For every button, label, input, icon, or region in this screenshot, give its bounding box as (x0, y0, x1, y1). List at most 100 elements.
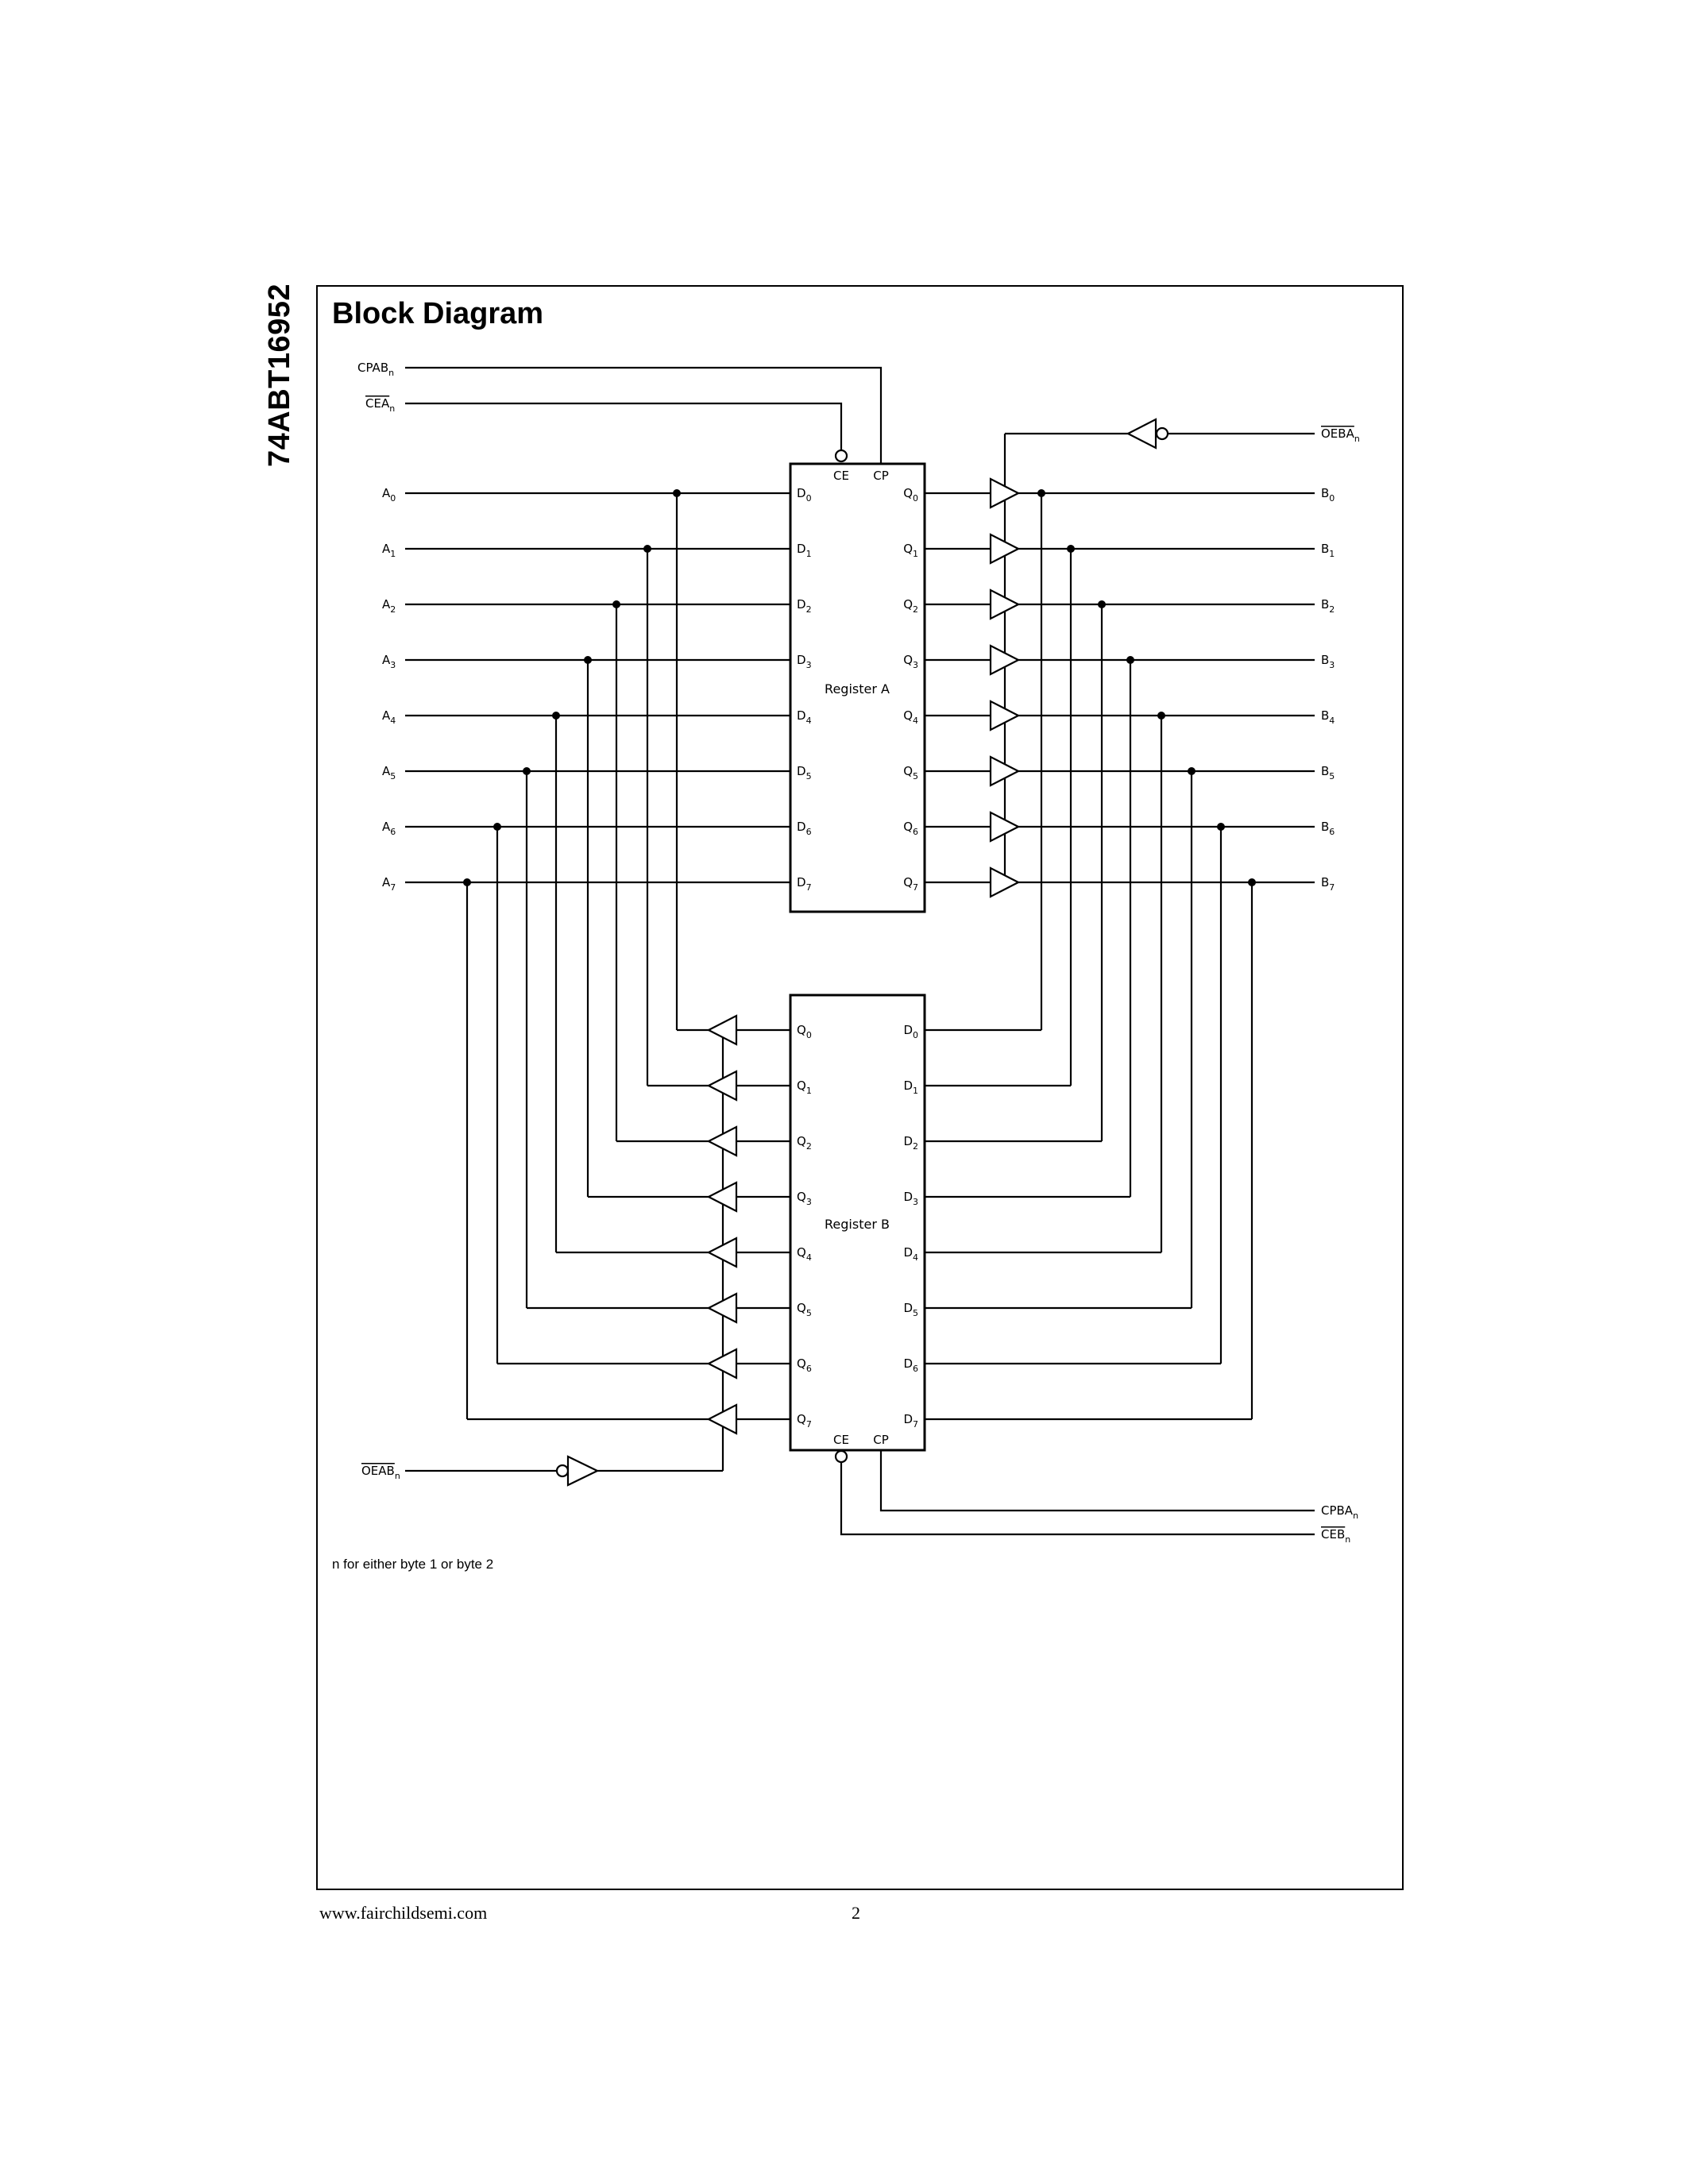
register-b-ce-label: CE (833, 1433, 849, 1447)
a-junction-dot (493, 823, 501, 831)
a-junction-dot (523, 767, 531, 775)
register-a-d-pin-7: D7 (797, 875, 812, 893)
a-to-b-buffer-icon (989, 533, 1021, 565)
a-pin-label-3: A3 (382, 653, 396, 670)
b-junction-dot (1248, 878, 1256, 886)
register-b-q-pin-5: Q5 (797, 1301, 812, 1318)
b-pin-label-5: B5 (1321, 764, 1335, 781)
a-to-b-buffer-icon (989, 588, 1021, 620)
b-junction-dot (1188, 767, 1196, 775)
a-pin-label-6: A6 (382, 820, 396, 837)
a-pin-label-2: A2 (382, 597, 396, 615)
register-a-q-pin-0: Q0 (903, 486, 918, 504)
register-a-box (789, 462, 926, 913)
b-pin-label-7: B7 (1321, 875, 1335, 893)
b-pin-label-2: B2 (1321, 597, 1335, 615)
a-to-b-buffer-icon (989, 811, 1021, 843)
footer-url[interactable]: www.fairchildsemi.com (319, 1903, 488, 1923)
register-b-q-pin-1: Q1 (797, 1078, 812, 1096)
register-a-label: Register A (825, 681, 890, 696)
register-a-q-pin-7: Q7 (903, 875, 918, 893)
ceb-label: CEBn (1321, 1527, 1350, 1545)
register-a-d-pin-6: D6 (797, 820, 812, 837)
register-a-q-pin-5: Q5 (903, 764, 918, 781)
b-junction-dot (1126, 656, 1134, 664)
a-junction-dot (584, 656, 592, 664)
register-a-q-pin-3: Q3 (903, 653, 918, 670)
a-pin-label-0: A0 (382, 486, 396, 504)
cpba-wire (879, 1450, 1315, 1512)
register-b-box (789, 994, 926, 1452)
ceb-wire (840, 1462, 1315, 1536)
b-to-a-buffer-icon (706, 1348, 738, 1379)
b-to-a-buffer-icon (706, 1181, 738, 1213)
b-pin-label-4: B4 (1321, 708, 1335, 726)
register-a-q-pin-2: Q2 (903, 597, 918, 615)
a-junction-dot (612, 600, 620, 608)
b-to-a-buffer-icon (706, 1292, 738, 1324)
register-b-d-pin-7: D7 (903, 1412, 918, 1430)
b-pin-label-0: B0 (1321, 486, 1335, 504)
oeba-label: OEBAn (1321, 426, 1360, 444)
oeab-label: OEABn (361, 1464, 400, 1481)
register-a-d-pin-4: D4 (797, 708, 812, 726)
register-a-q-pin-4: Q4 (903, 708, 918, 726)
a-junction-dot (643, 545, 651, 553)
register-b-q-pin-3: Q3 (797, 1190, 812, 1207)
register-b-d-pin-5: D5 (903, 1301, 918, 1318)
register-a-d-pin-2: D2 (797, 597, 812, 615)
cea-label: CEAn (365, 396, 395, 414)
b-pin-label-1: B1 (1321, 542, 1335, 559)
oeab-inverter-icon (566, 1455, 600, 1487)
a-junction-dot (463, 878, 471, 886)
cpab-wire (405, 366, 883, 464)
ceb-bubble (834, 1449, 848, 1464)
register-b-q-pin-2: Q2 (797, 1134, 812, 1152)
cea-bubble (834, 449, 848, 463)
b-junction-dot (1098, 600, 1106, 608)
cpab-label: CPABn (357, 361, 394, 378)
b-junction-dot (1067, 545, 1075, 553)
a-junction-dot (552, 712, 560, 720)
register-b-q-pin-7: Q7 (797, 1412, 812, 1430)
oeba-inverter-icon (1126, 418, 1157, 450)
register-a-d-pin-0: D0 (797, 486, 812, 504)
register-b-d-pin-6: D6 (903, 1356, 918, 1374)
a-to-b-buffer-icon (989, 866, 1021, 898)
footnote: n for either byte 1 or byte 2 (332, 1557, 494, 1572)
a-to-b-buffer-icon (989, 644, 1021, 676)
page-number: 2 (852, 1903, 860, 1923)
b-to-a-buffer-icon (706, 1014, 738, 1046)
b-junction-dot (1037, 489, 1045, 497)
a-to-b-buffer-icon (989, 755, 1021, 787)
components (463, 418, 1256, 1487)
register-a-d-pin-1: D1 (797, 542, 812, 559)
register-a-q-pin-6: Q6 (903, 820, 918, 837)
b-to-a-buffer-icon (706, 1403, 738, 1435)
a-pin-label-1: A1 (382, 542, 396, 559)
diagram-frame (316, 285, 1404, 1890)
a-pin-label-7: A7 (382, 875, 396, 893)
register-a-d-pin-3: D3 (797, 653, 812, 670)
register-b-d-pin-3: D3 (903, 1190, 918, 1207)
register-b-cp-label: CP (873, 1433, 889, 1447)
register-b-q-pin-4: Q4 (797, 1245, 812, 1263)
b-to-a-buffer-icon (706, 1237, 738, 1268)
register-b-d-pin-2: D2 (903, 1134, 918, 1152)
wires (405, 366, 1315, 1536)
a-pin-label-5: A5 (382, 764, 396, 781)
b-pin-label-3: B3 (1321, 653, 1335, 670)
a-pin-label-4: A4 (382, 708, 396, 726)
b-pin-label-6: B6 (1321, 820, 1335, 837)
register-a-ce-label: CE (833, 469, 849, 483)
cpba-label: CPBAn (1321, 1503, 1358, 1521)
b-to-a-buffer-icon (706, 1125, 738, 1157)
a-junction-dot (673, 489, 681, 497)
a-to-b-buffer-icon (989, 477, 1021, 509)
b-to-a-buffer-icon (706, 1070, 738, 1102)
register-a-q-pin-1: Q1 (903, 542, 918, 559)
register-b-d-pin-1: D1 (903, 1078, 918, 1096)
diagram-heading: Block Diagram (332, 297, 544, 330)
